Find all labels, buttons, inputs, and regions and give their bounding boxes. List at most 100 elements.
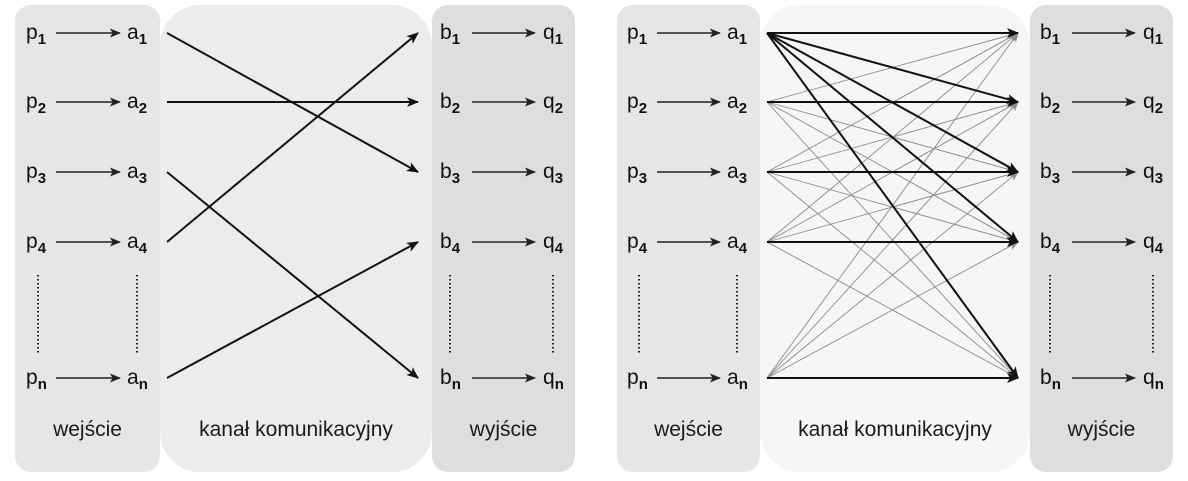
input-symbol-p: pn (627, 366, 648, 393)
output-symbol-b-letter: b (1040, 90, 1052, 113)
input-symbol-p-letter: p (627, 230, 639, 253)
channel-edge-strong (166, 241, 419, 379)
input-symbol-a-letter: a (127, 160, 139, 183)
input-symbol-p: p1 (26, 21, 46, 48)
input-symbol-a: a4 (727, 230, 748, 257)
input-symbol-p-letter: p (26, 21, 38, 44)
input-symbol-a-letter: a (727, 160, 739, 183)
output-symbol-b: b3 (440, 160, 460, 187)
input-symbol-p-subscript: 1 (38, 31, 46, 48)
output-symbol-q-letter: q (1143, 230, 1155, 253)
output-symbol-b-letter: b (440, 366, 452, 389)
output-symbol-b-letter: b (1040, 160, 1052, 183)
output-panel (432, 5, 575, 472)
output-symbol-b-subscript: 4 (1052, 240, 1061, 257)
input-symbol-a-subscript: n (739, 376, 748, 393)
input-symbol-a-letter: a (727, 90, 739, 113)
output-symbol-b: b4 (1040, 230, 1061, 257)
input-symbol-p: p1 (627, 21, 647, 48)
input-symbol-a-letter: a (127, 21, 139, 44)
input-symbol-p-subscript: 2 (38, 100, 46, 117)
output-symbol-q: q4 (543, 230, 564, 257)
input-symbol-p: p3 (627, 160, 647, 187)
input-symbol-a-letter: a (127, 366, 139, 389)
output-symbol-q-letter: q (1143, 366, 1155, 389)
output-symbol-b-subscript: 1 (452, 31, 460, 48)
input-symbol-p-letter: p (627, 160, 639, 183)
output-symbol-b-subscript: 3 (452, 170, 460, 187)
input-symbol-a-subscript: n (139, 376, 148, 393)
output-panel (1030, 5, 1173, 472)
output-symbol-q-subscript: 3 (1155, 170, 1163, 187)
input-symbol-a-subscript: 3 (139, 170, 147, 187)
input-symbol-p: p4 (627, 230, 648, 257)
output-panel-title: wyjście (469, 418, 538, 441)
input-symbol-a-letter: a (127, 90, 139, 113)
output-symbol-b: b2 (440, 90, 460, 117)
output-symbol-q: q4 (1143, 230, 1164, 257)
output-symbol-b-subscript: 2 (1052, 100, 1060, 117)
input-panel (617, 5, 760, 472)
output-symbol-q-letter: q (1143, 90, 1155, 113)
output-symbol-q: q1 (543, 21, 563, 48)
input-symbol-p-subscript: n (639, 376, 648, 393)
output-symbol-b: b1 (440, 21, 460, 48)
input-symbol-p-letter: p (26, 230, 38, 253)
input-symbol-p-subscript: 1 (639, 31, 647, 48)
input-symbol-a-subscript: 4 (739, 240, 748, 257)
input-symbol-a-subscript: 4 (139, 240, 148, 257)
channel-panel-title: kanał komunikacyjny (199, 418, 393, 441)
channel-edge-strong (166, 32, 419, 243)
output-symbol-q-letter: q (543, 21, 555, 44)
input-symbol-a-subscript: 2 (139, 100, 147, 117)
output-symbol-b-letter: b (440, 21, 452, 44)
output-symbol-b: bn (440, 366, 461, 393)
input-symbol-a: a1 (727, 21, 747, 48)
output-symbol-b-letter: b (440, 230, 452, 253)
input-symbol-p: pn (26, 366, 47, 393)
input-symbol-a-letter: a (727, 230, 739, 253)
channel-panel (760, 5, 1030, 472)
output-symbol-q-subscript: 4 (1155, 240, 1164, 257)
input-symbol-a: an (127, 366, 148, 393)
output-symbol-q-letter: q (1143, 160, 1155, 183)
input-symbol-a: a2 (127, 90, 147, 117)
channel-edge-strong (766, 32, 1019, 379)
input-symbol-p: p2 (26, 90, 46, 117)
output-symbol-b-subscript: 2 (452, 100, 460, 117)
input-symbol-p-letter: p (26, 160, 38, 183)
output-symbol-q-subscript: 2 (555, 100, 563, 117)
output-symbol-q: q3 (543, 160, 563, 187)
output-symbol-b-letter: b (1040, 230, 1052, 253)
input-symbol-p: p3 (26, 160, 46, 187)
output-symbol-b-subscript: n (1052, 376, 1061, 393)
output-symbol-q-subscript: 1 (1155, 31, 1163, 48)
output-symbol-q: q2 (1143, 90, 1163, 117)
input-symbol-a-subscript: 3 (739, 170, 747, 187)
channel-panel-title: kanał komunikacyjny (798, 418, 992, 441)
output-symbol-q-subscript: 2 (1155, 100, 1163, 117)
input-panel-title: wejście (52, 418, 122, 441)
output-symbol-b: b2 (1040, 90, 1060, 117)
input-symbol-a-subscript: 1 (739, 31, 747, 48)
input-symbol-p-subscript: 4 (639, 240, 648, 257)
channel-edge-strong (766, 32, 1019, 104)
input-symbol-p-subscript: 3 (38, 170, 46, 187)
input-symbol-a-subscript: 1 (139, 31, 147, 48)
input-symbol-p-subscript: 3 (639, 170, 647, 187)
input-symbol-p-letter: p (26, 366, 38, 389)
input-panel (15, 5, 160, 472)
input-panel-title: wejście (653, 418, 723, 441)
output-symbol-b-subscript: 3 (1052, 170, 1060, 187)
output-symbol-q: q2 (543, 90, 563, 117)
channel-panel (160, 5, 432, 472)
output-symbol-b-letter: b (440, 160, 452, 183)
output-symbol-q-subscript: 4 (555, 240, 564, 257)
output-symbol-q: q1 (1143, 21, 1163, 48)
output-symbol-b: b4 (440, 230, 461, 257)
input-symbol-p-subscript: 4 (38, 240, 47, 257)
output-symbol-q-letter: q (543, 230, 555, 253)
output-symbol-q: qn (543, 366, 564, 393)
